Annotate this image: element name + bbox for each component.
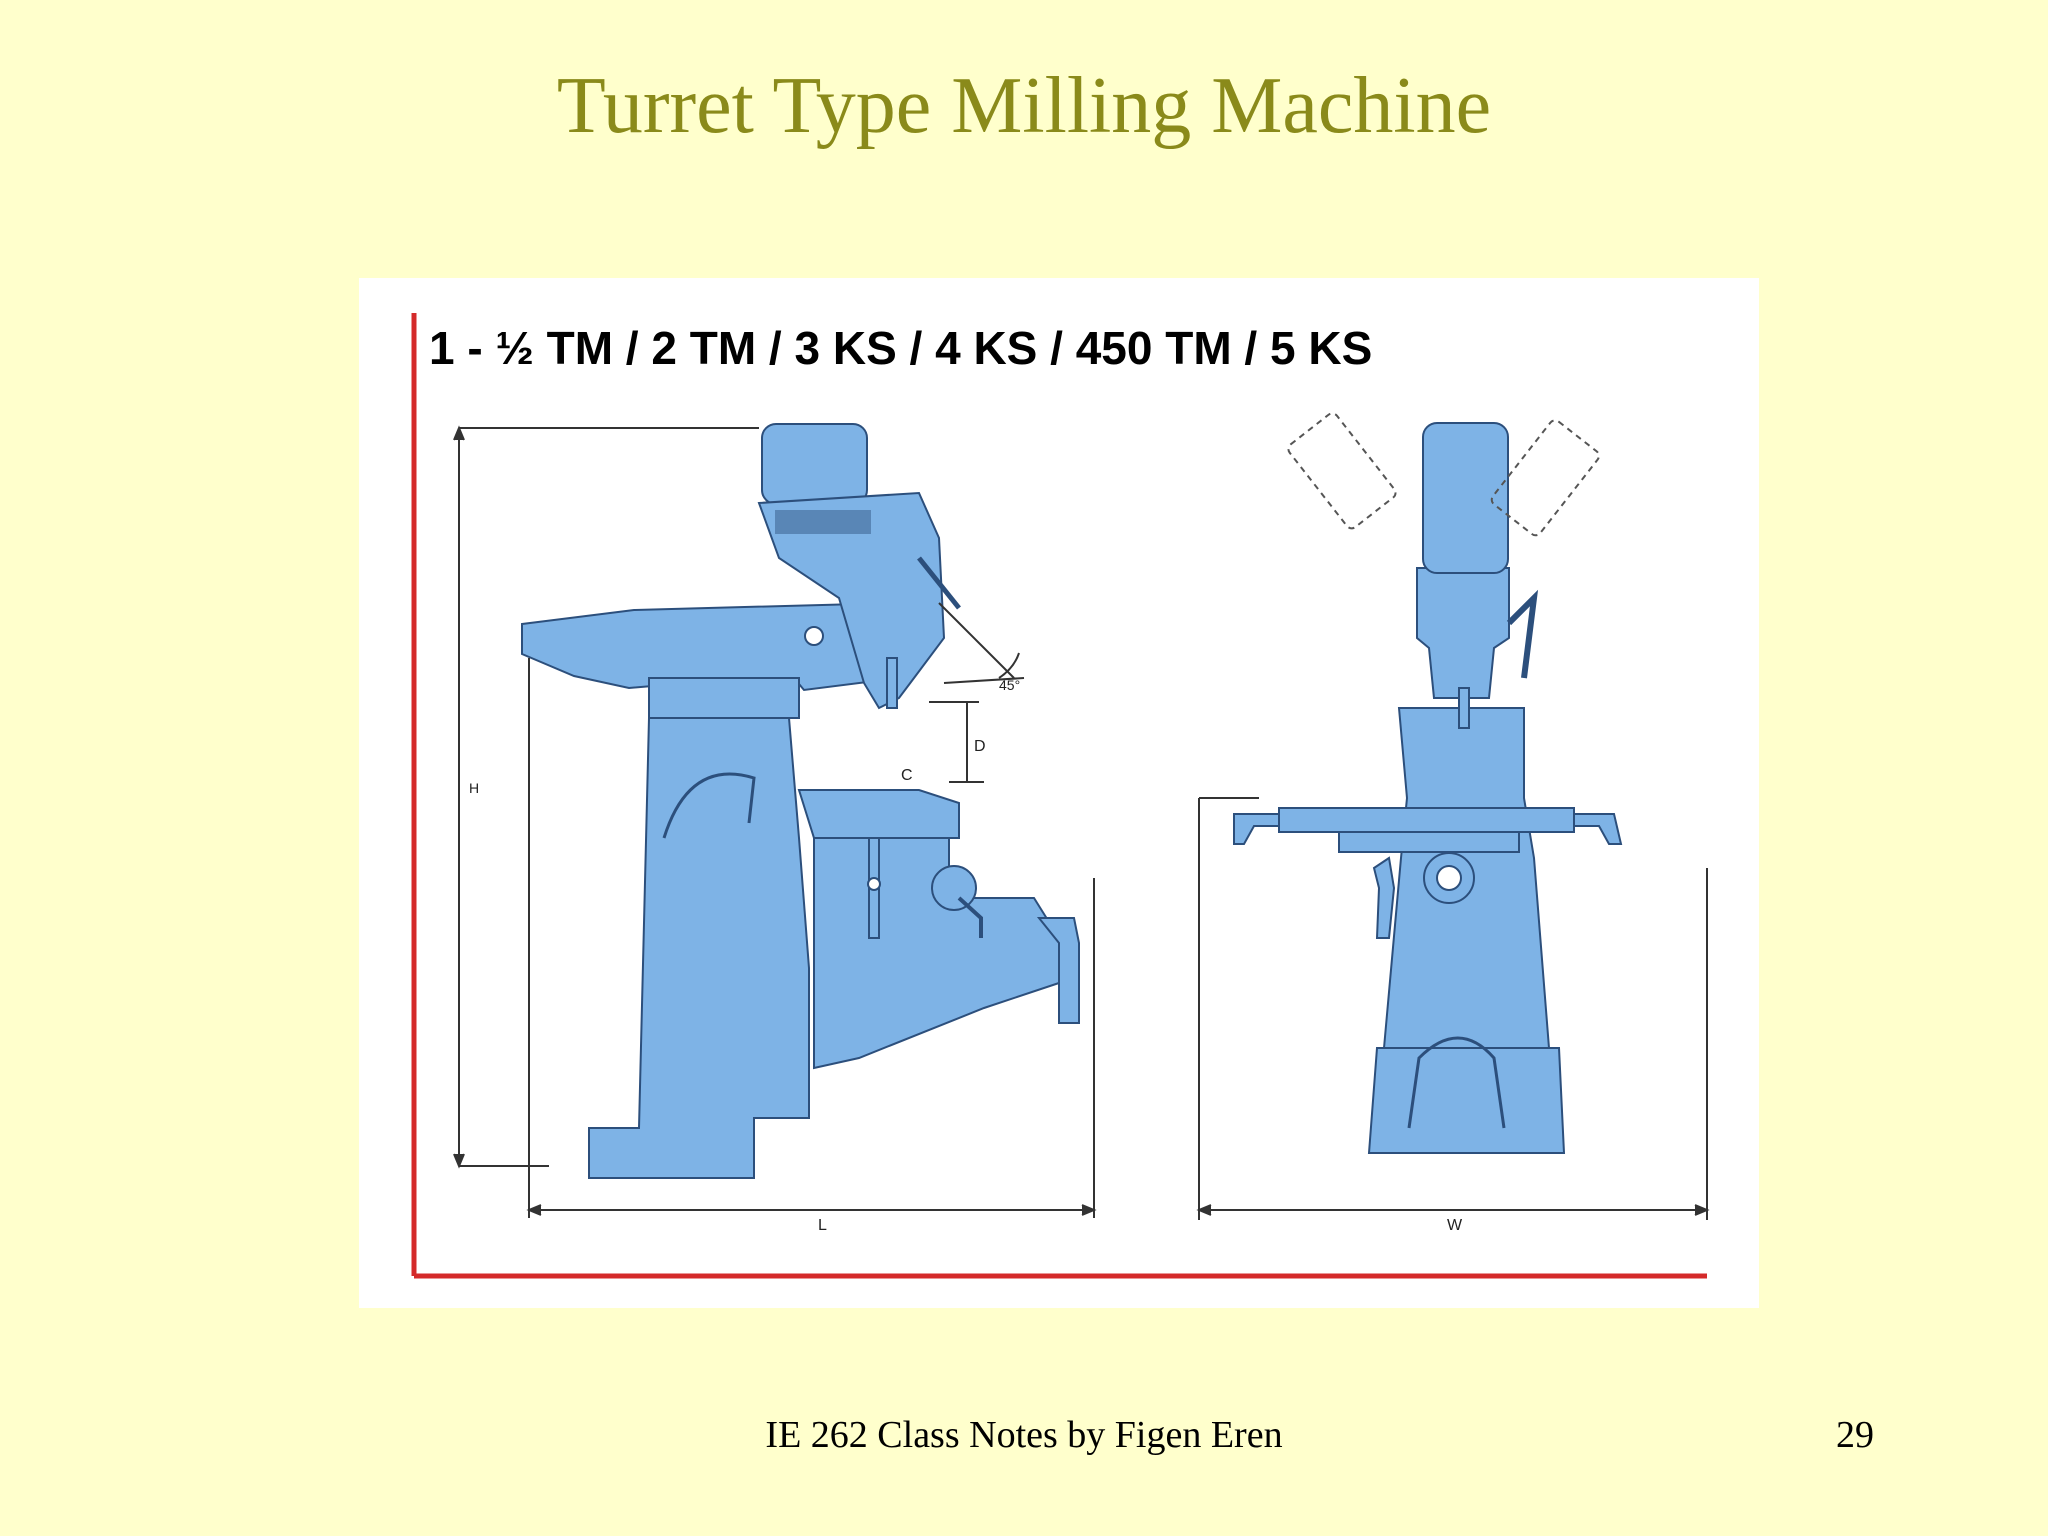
table-saddle: [797, 789, 960, 839]
d-label: D: [974, 738, 986, 755]
ram-base: [648, 677, 800, 719]
length-label: L: [818, 1217, 827, 1234]
machine-diagram-svg: 1 - ½ TM / 2 TM / 3 KS / 4 KS / 450 TM /…: [411, 313, 1710, 1279]
knee-crank-handle: [1036, 917, 1080, 1024]
crossfeed-handwheel: [931, 865, 977, 911]
motor-housing: [761, 423, 868, 505]
front-motor: [1422, 422, 1509, 574]
page-number: 29: [1836, 1414, 1874, 1456]
slide-title: Turret Type Milling Machine: [556, 62, 1492, 150]
table-crank-left: [1233, 813, 1280, 845]
front-table: [1278, 807, 1575, 833]
front-base: [1367, 1047, 1566, 1154]
front-view-dimensions: [1196, 797, 1710, 1220]
milling-head: [757, 491, 946, 710]
models-label: 1 - ½ TM / 2 TM / 3 KS / 4 KS / 450 TM /…: [429, 322, 1372, 374]
width-label: W: [1447, 1217, 1463, 1234]
table-crank-right: [1573, 813, 1623, 845]
ram-overarm: [521, 602, 900, 692]
head-tilt-outlines: [1287, 412, 1600, 537]
c-label: C: [901, 767, 913, 784]
milling-machine-drawing: 1 - ½ TM / 2 TM / 3 KS / 4 KS / 450 TM /…: [359, 278, 1759, 1308]
column-body: [588, 717, 810, 1179]
footer-text: IE 262 Class Notes by Figen Eren: [765, 1414, 1283, 1456]
height-label: H: [469, 780, 479, 796]
knee-crank: [1372, 856, 1396, 939]
spindle: [886, 657, 898, 709]
front-saddle: [1338, 831, 1520, 853]
front-head: [1416, 567, 1510, 699]
angle-label: 45°: [999, 677, 1020, 693]
front-spindle: [1458, 687, 1470, 729]
front-view: [1233, 422, 1623, 1154]
side-view-dimensions: [453, 425, 1097, 1218]
side-view: [521, 423, 1080, 1179]
